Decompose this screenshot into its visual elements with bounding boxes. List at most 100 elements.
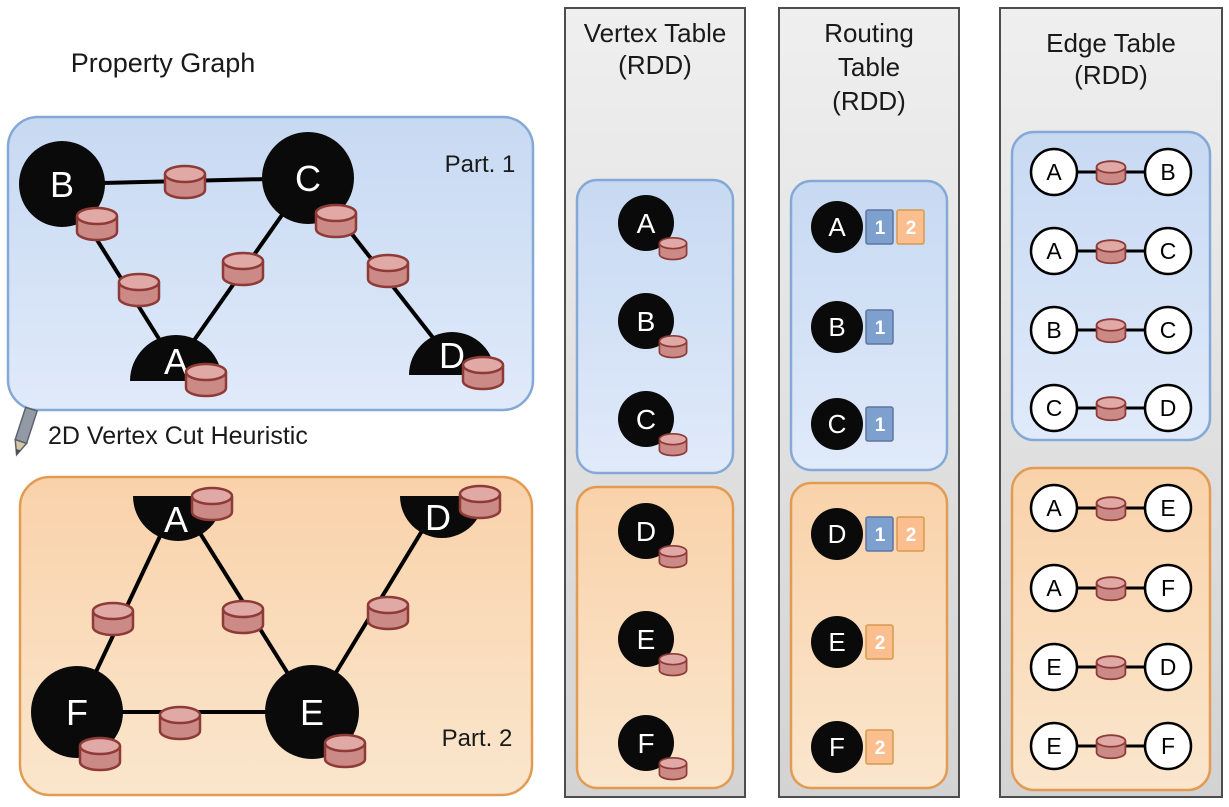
vertex-table-node-D <box>618 503 674 559</box>
edge-property-cylinder-BA <box>117 272 161 308</box>
vertex-property-cylinder-A <box>184 362 228 398</box>
edge-row-A-C: A C <box>1029 226 1193 276</box>
routing-badge-C-1 <box>865 406 894 442</box>
vertex-property-cylinder-A2 <box>190 486 234 522</box>
routing-badge-D-2-num: 2 <box>906 525 917 546</box>
partition-2-box <box>18 475 534 797</box>
vertex-table-subtitle: (RDD) <box>618 50 692 80</box>
vertex-table-label-B: B <box>637 306 656 337</box>
edge-src-node <box>1029 305 1079 355</box>
vertex-table-label-F: F <box>637 728 654 759</box>
routing-row-D: D 1 2 <box>811 508 925 560</box>
vertex-table-node-E <box>618 611 674 667</box>
vertex-table-cylinder-B <box>658 334 688 359</box>
edge-src-node <box>1029 721 1079 771</box>
edge-src-label: C <box>1046 395 1063 421</box>
vertex-A2-label: A <box>164 499 188 540</box>
routing-label-B: B <box>828 312 845 342</box>
edge-dst-node <box>1143 305 1193 355</box>
edge-table-subtitle: (RDD) <box>1074 60 1148 90</box>
vertex-D-label: D <box>439 335 465 376</box>
edge-src-node <box>1029 483 1079 533</box>
routing-label-E: E <box>828 627 845 657</box>
vertex-C <box>262 132 354 224</box>
edge-src-node <box>1029 383 1079 433</box>
vertex-cut-label: 2D Vertex Cut Heuristic <box>48 422 308 450</box>
edge-dst-label: E <box>1160 495 1175 521</box>
routing-badge-D-1-num: 1 <box>875 525 886 546</box>
vertex-property-cylinder-C <box>314 203 358 239</box>
routing-badge-E-2 <box>865 624 894 660</box>
vertex-E-label: E <box>300 692 324 733</box>
vertex-B-label: B <box>50 164 74 205</box>
vertex-table-label-E: E <box>637 624 656 655</box>
routing-badge-C-1-num: 1 <box>875 415 886 436</box>
edge-src-label: E <box>1046 733 1061 759</box>
edge-row-A-F: A F <box>1029 563 1193 613</box>
edge-data-cylinder <box>1095 160 1127 186</box>
edge-property-cylinder-AF <box>91 601 135 637</box>
vertex-table-node-C <box>618 391 674 447</box>
edge-src-node <box>1029 563 1079 613</box>
vertex-table-node-A <box>618 195 674 251</box>
edge-dst-label: F <box>1161 575 1175 601</box>
routing-row-E: E 2 <box>811 616 894 668</box>
vertex-table-cylinder-F <box>658 756 688 781</box>
edge-src-node <box>1029 226 1079 276</box>
vertex-F-label: F <box>66 692 88 733</box>
edge-dst-label: F <box>1161 733 1175 759</box>
edge-property-cylinder-FE <box>158 705 202 741</box>
edge-src-label: A <box>1046 238 1062 264</box>
routing-badge-D-1 <box>865 516 894 552</box>
vertex-table-cylinder-D <box>658 544 688 569</box>
vertex-table-column: Vertex Table (RDD) A B C D E F <box>564 7 746 798</box>
edge-dst-node <box>1143 226 1193 276</box>
vertex-property-cylinder-D <box>461 355 505 391</box>
vertex-F <box>31 666 123 758</box>
vertex-A-label: A <box>164 341 188 382</box>
routing-badge-E-2-num: 2 <box>875 633 886 654</box>
vertex-property-cylinder-F <box>78 736 122 772</box>
vertex-table-title: Vertex Table <box>584 18 727 48</box>
routing-label-F: F <box>829 732 845 762</box>
routing-row-F: F 2 <box>811 721 894 773</box>
vertex-B <box>19 141 105 227</box>
routing-badge-A-1 <box>865 209 894 245</box>
vertex-property-cylinder-B <box>75 206 119 242</box>
partition-1-box <box>6 115 535 412</box>
routing-table-title-line2: Table <box>838 52 900 82</box>
partition-1: Part. 1 B C A D <box>6 115 535 412</box>
edge-src-label: A <box>1046 575 1062 601</box>
edge-data-cylinder <box>1095 576 1127 602</box>
edge-dst-label: B <box>1160 159 1175 185</box>
edge-property-cylinder-CD <box>366 253 410 289</box>
edge-data-cylinder <box>1095 396 1127 422</box>
routing-label-D: D <box>828 519 847 549</box>
edge-property-cylinder-DE <box>366 595 410 631</box>
vertex-C-label: C <box>295 158 321 199</box>
routing-table-subtitle: (RDD) <box>832 86 906 116</box>
edge-src-label: A <box>1046 495 1062 521</box>
routing-badge-A-2 <box>896 209 925 245</box>
vertex-D2-label: D <box>425 497 451 538</box>
edge-row-A-E: A E <box>1029 483 1193 533</box>
vertex-table-cylinder-C <box>658 432 688 457</box>
vertex-table-label-D: D <box>636 516 656 547</box>
edge-table-column: Edge Table (RDD) A B A C B C <box>999 7 1223 798</box>
routing-row-A: A 1 2 <box>811 201 925 253</box>
routing-badge-F-2 <box>865 729 894 765</box>
property-graph-section: Property Graph Part. 1 B C A D <box>6 48 535 797</box>
vertex-property-cylinder-E <box>323 733 367 769</box>
routing-node-B <box>811 301 863 353</box>
routing-node-D <box>811 508 863 560</box>
edge-row-C-D: C D <box>1029 383 1193 433</box>
edge-src-label: E <box>1046 654 1061 680</box>
edge-row-E-F: E F <box>1029 721 1193 771</box>
edge-table-part2-box <box>1010 466 1212 792</box>
edge-dst-node <box>1143 147 1193 197</box>
edge-src-label: B <box>1046 317 1061 343</box>
routing-badge-D-2 <box>896 516 925 552</box>
edge-dst-node <box>1143 483 1193 533</box>
routing-badge-A-2-num: 2 <box>906 218 917 239</box>
routing-node-C <box>811 398 863 450</box>
